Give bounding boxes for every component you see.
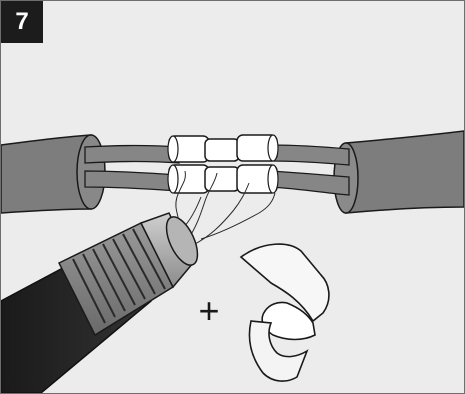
heat-gun [1,212,199,393]
curled-tape-icon [239,243,330,382]
right-cable-jacket [333,130,464,214]
step-number-badge: 7 [1,1,43,43]
left-cable-jacket [1,134,106,214]
shrink-sleeves-top [167,134,279,163]
right-conductors [270,144,350,196]
plus-sign: + [198,290,219,331]
shrink-sleeves-bottom [167,164,279,194]
left-conductors [84,144,180,192]
